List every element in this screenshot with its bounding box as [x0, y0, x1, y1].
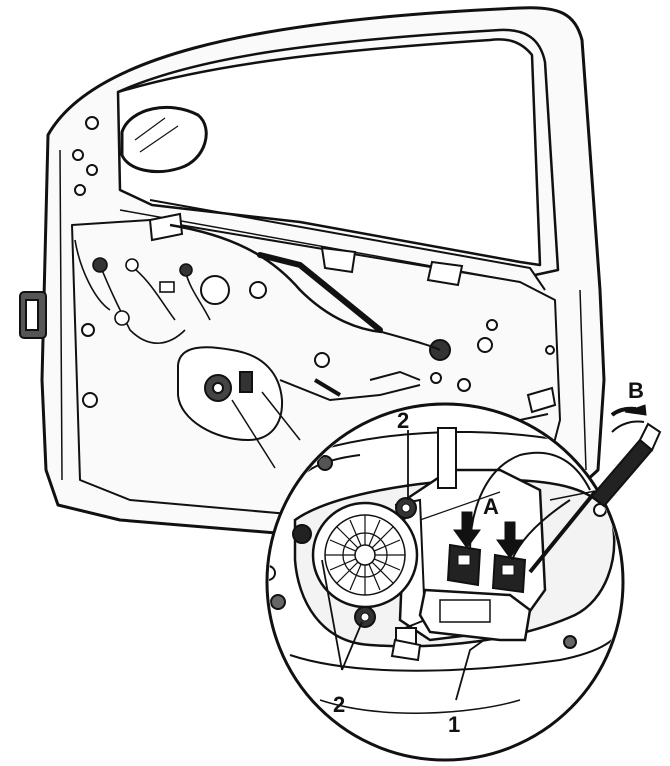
regulator-rail — [279, 370, 421, 402]
label-arrow-b: B — [628, 378, 644, 403]
arrow-a-left-icon — [453, 511, 481, 549]
side-mirror — [120, 106, 208, 174]
window-motor-gear — [311, 501, 419, 609]
label-part-2-upper: 2 — [397, 408, 409, 433]
window-cable — [169, 223, 441, 351]
motor-mount-preview — [177, 346, 284, 442]
zoom-callout-lines — [231, 391, 301, 469]
electrical-connectors — [446, 543, 527, 594]
wiring-harness — [74, 239, 211, 344]
arrow-a-right-icon — [496, 521, 524, 559]
window-guides — [148, 212, 464, 287]
label-part-1: 1 — [448, 712, 460, 737]
window-motor-body — [418, 588, 532, 642]
leader-lines — [321, 430, 485, 701]
door-hinge — [19, 291, 47, 339]
label-part-2-lower: 2 — [333, 692, 345, 717]
motor-bolts — [292, 497, 417, 628]
detail-magnifier — [265, 402, 625, 762]
screwdriver-tool — [528, 420, 662, 574]
door-latch — [519, 386, 557, 421]
arrow-b-icon — [610, 404, 647, 417]
label-arrow-a: A — [483, 494, 499, 519]
